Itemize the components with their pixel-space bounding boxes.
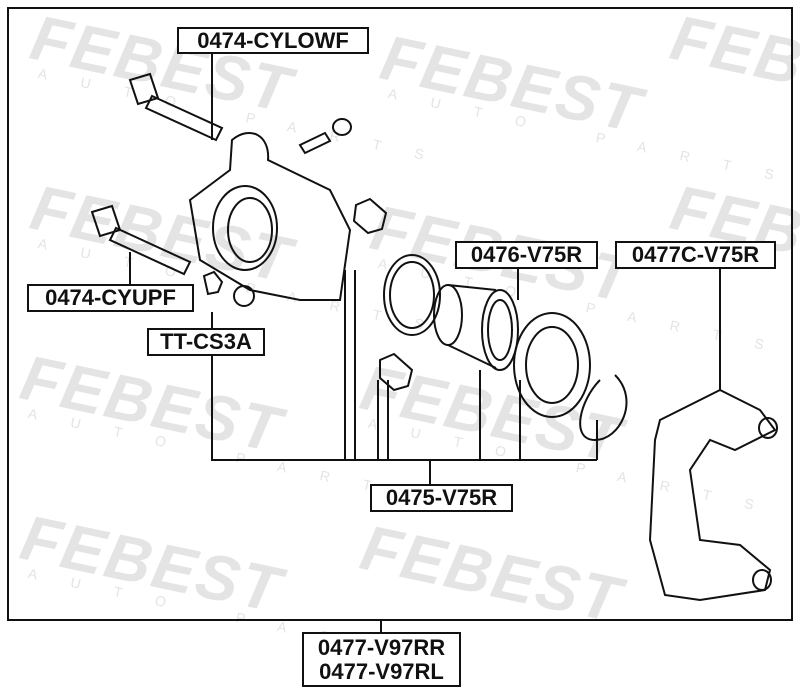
bracket-part — [648, 388, 778, 602]
part-label-cylowf: 0474-CYLOWF — [177, 27, 369, 54]
lower-bolt-part — [90, 204, 192, 276]
dust-boot-part — [352, 197, 388, 235]
part-label-kit: 0475-V75R — [370, 484, 513, 512]
leader-kit — [211, 270, 598, 484]
caliper-body-part — [188, 131, 352, 307]
caliper-rr: 0477-V97RR — [317, 635, 446, 660]
frame — [7, 7, 793, 621]
guide-boot-part — [379, 352, 414, 392]
part-label-bracket: 0477C-V75R — [615, 241, 776, 269]
piston-part — [433, 284, 519, 371]
sleeve-part — [202, 270, 224, 296]
part-label-piston: 0476-V75R — [455, 241, 598, 269]
caliper-rl: 0477-V97RL — [319, 659, 444, 684]
part-label-ttcs3a: TT-CS3A — [147, 328, 265, 356]
bleeder-part — [298, 118, 352, 155]
part-label-caliper: 0477-V97RR 0477-V97RL — [302, 632, 461, 687]
seal-ring-part — [383, 254, 441, 336]
upper-bolt-part — [128, 72, 224, 142]
piston-boot-part — [513, 312, 591, 418]
snap-ring-part — [579, 374, 628, 442]
part-label-cyupf: 0474-CYUPF — [27, 284, 194, 312]
